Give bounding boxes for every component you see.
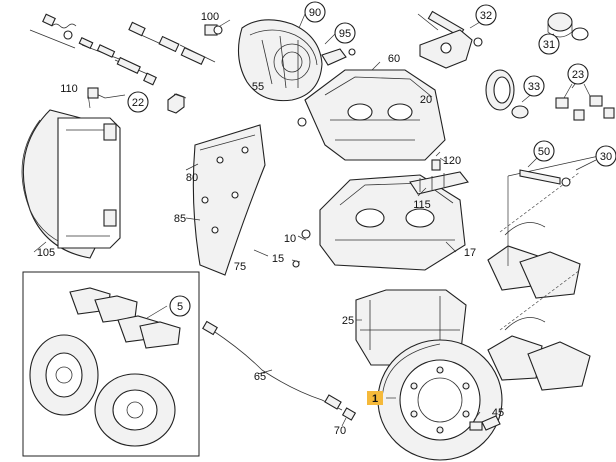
bushing-set-23 (555, 83, 615, 121)
label-100: 100 (201, 11, 219, 23)
label-45: 45 (492, 407, 504, 419)
label-55: 55 (252, 81, 264, 93)
label-33: 33 (528, 81, 540, 93)
anchor-plate-75 (192, 124, 266, 276)
label-60: 60 (388, 53, 400, 65)
brake-chamber (237, 19, 356, 102)
bolt-spring-set-top-left (29, 13, 223, 114)
label-65: 65 (254, 371, 266, 383)
label-30: 30 (600, 151, 612, 163)
label-75: 75 (234, 261, 246, 273)
label-32: 32 (480, 10, 492, 22)
label-50: 50 (538, 146, 550, 158)
label-15: 15 (272, 253, 284, 265)
callout-circles (127, 1, 616, 317)
label-95: 95 (339, 28, 351, 40)
brake-pad-set-30 (487, 153, 609, 391)
adjuster-assembly (417, 10, 483, 69)
label-105: 105 (37, 247, 55, 259)
dust-shield-105 (21, 93, 121, 259)
brake-disc-1 (377, 339, 503, 461)
label-115: 115 (413, 199, 431, 211)
label-120: 120 (443, 155, 461, 167)
label-85: 85 (174, 213, 186, 225)
caliper-carrier-17 (292, 174, 466, 271)
label-110: 110 (60, 83, 78, 95)
inset-kit-box (22, 271, 200, 457)
label-1: 1 (372, 393, 378, 405)
bolt-45 (469, 415, 501, 431)
label-20: 20 (420, 94, 432, 106)
label-70: 70 (334, 425, 346, 437)
label-90: 90 (309, 7, 321, 19)
label-22: 22 (132, 97, 144, 109)
seal-ring-33 (485, 69, 529, 119)
caliper-housing-20 (297, 69, 446, 161)
retaining-clip-50 (519, 169, 571, 187)
gear-set-31 (547, 12, 589, 41)
label-80: 80 (186, 172, 198, 184)
part-labels: 90 95 32 31 23 33 22 50 30 5 100 55 60 2… (37, 7, 612, 437)
label-23: 23 (572, 69, 584, 81)
label-17: 17 (464, 247, 476, 259)
pad-retainer-115 (409, 151, 469, 195)
highlight-marker (367, 391, 383, 405)
wear-sensor-cable-65 (202, 320, 357, 421)
label-5: 5 (177, 301, 183, 313)
label-25: 25 (342, 315, 354, 327)
label-10: 10 (284, 233, 296, 245)
label-31: 31 (543, 39, 555, 51)
